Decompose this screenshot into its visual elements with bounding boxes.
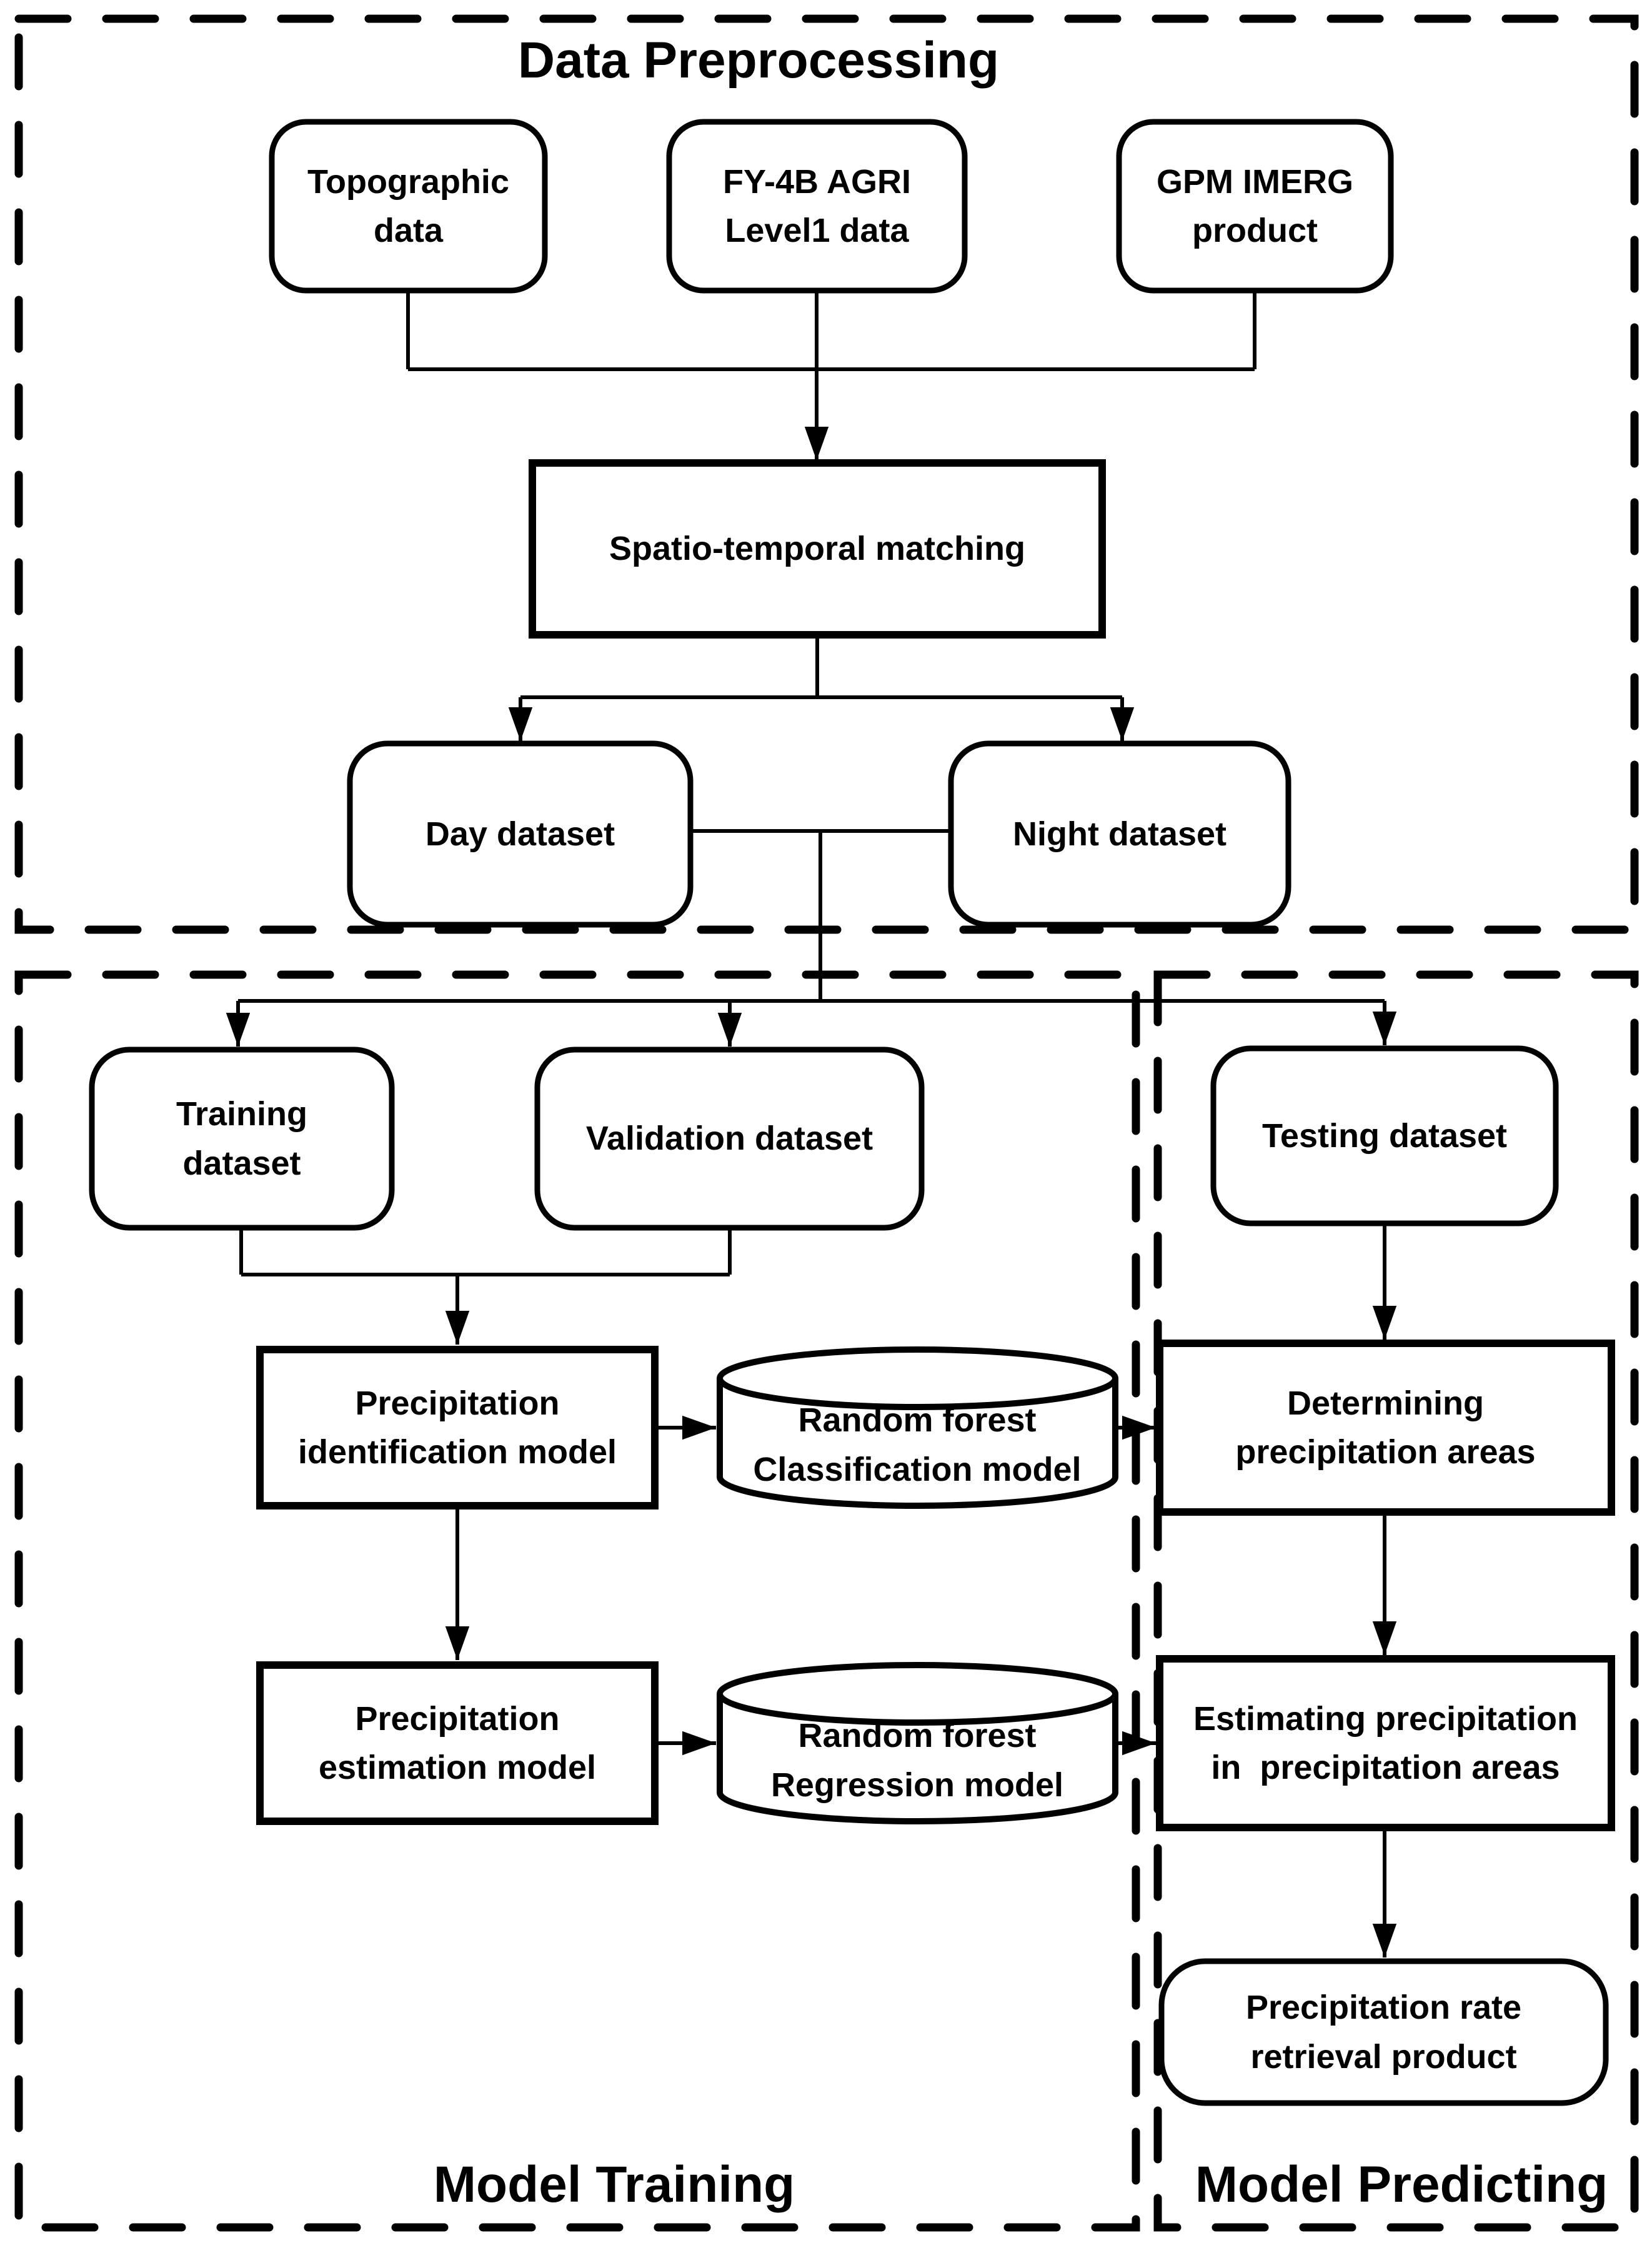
determining-precipitation-areas-label: Determining precipitation areas (1235, 1384, 1536, 1471)
rf-classification-cylinder (717, 1346, 1118, 1509)
day-dataset-node (347, 740, 694, 928)
rf-classification-cylinder-body (717, 1378, 1118, 1509)
training-dataset-node (89, 1047, 395, 1231)
determining-precipitation-areas-node (1156, 1340, 1615, 1516)
rf-classification-model-label: Random forest Classification model (753, 1401, 1082, 1488)
precipitation-rate-product-node (1158, 1958, 1609, 2106)
rf-regression-cylinder-body (717, 1694, 1118, 1824)
data-preprocessing-section-border (14, 14, 1639, 934)
estimating-precipitation-node (1156, 1655, 1615, 1831)
validation-dataset-node (534, 1047, 925, 1231)
testing-dataset-label: Testing dataset (1261, 1117, 1508, 1155)
fy4b-agri-node (666, 119, 968, 294)
testing-dataset-node (1210, 1045, 1559, 1226)
rf-classification-cylinder-top (717, 1346, 1118, 1410)
night-dataset-node (948, 740, 1291, 928)
spatio-temporal-matching-node (529, 459, 1106, 639)
gpm-imerg-node (1116, 119, 1394, 294)
gpm-imerg-label: GPM IMERG product (1156, 162, 1353, 249)
estimating-precipitation-label: Estimating precipitation in precipitatio… (1193, 1699, 1578, 1786)
model-training-section-border (14, 970, 1140, 2232)
training-dataset-label: Training dataset (176, 1095, 307, 1182)
validation-dataset-label: Validation dataset (585, 1120, 873, 1158)
precipitation-identification-model-label: Precipitation identification model (297, 1384, 617, 1471)
rf-regression-model-label: Random forest Regression model (770, 1717, 1064, 1804)
precipitation-estimation-model-label: Precipitation estimation model (318, 1699, 597, 1786)
connectors (226, 291, 1397, 1957)
precipitation-rate-product-label: Precipitation rate retrieval product (1245, 1989, 1522, 2076)
precipitation-estimation-model-node (256, 1661, 659, 1825)
night-dataset-label: Night dataset (1012, 815, 1227, 853)
topographic-data-label: Topographic data (307, 162, 509, 249)
model-predicting-section-border (1153, 970, 1639, 2232)
topographic-data-node (269, 119, 548, 294)
day-dataset-label: Day dataset (425, 815, 615, 853)
rf-regression-cylinder-top (717, 1662, 1118, 1726)
precipitation-identification-model-node (256, 1346, 659, 1509)
section-title-data-preprocessing: Data Preprocessing (517, 32, 1000, 89)
rf-regression-cylinder (717, 1662, 1118, 1824)
fy4b-agri-label: FY-4B AGRI Level1 data (722, 162, 912, 249)
section-title-model-predicting: Model Predicting (1195, 2156, 1608, 2214)
spatio-temporal-matching-label: Spatio-temporal matching (609, 530, 1026, 568)
section-title-model-training: Model Training (433, 2156, 795, 2214)
